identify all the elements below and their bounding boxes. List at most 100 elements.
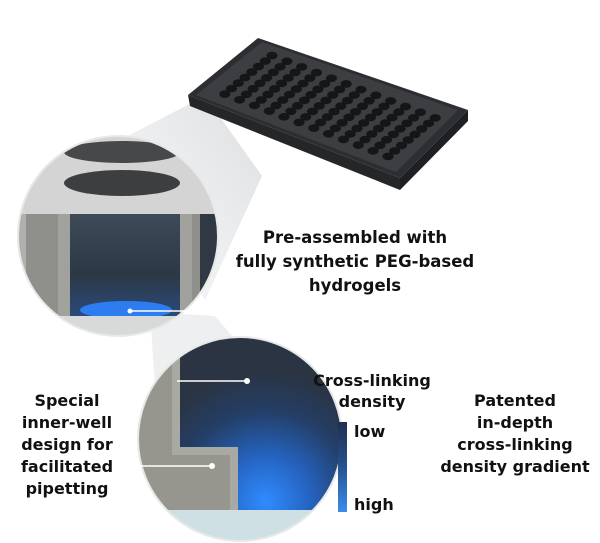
plate-well — [282, 74, 294, 82]
plate-well — [278, 113, 290, 121]
legend-high-label: high — [354, 495, 394, 514]
plate-well — [335, 102, 347, 110]
plate-well — [355, 85, 367, 94]
plate-well — [385, 97, 397, 105]
plate-well — [401, 119, 413, 128]
special-line-3: design for — [21, 435, 113, 454]
pre-line-3: hydrogels — [308, 276, 402, 295]
plate-well — [270, 101, 282, 110]
plate-well — [381, 136, 393, 144]
pre-assembled-label: Pre-assembled with fully synthetic PEG-b… — [228, 226, 482, 298]
plate-well — [323, 130, 335, 138]
plate-well — [352, 141, 364, 149]
plate-well — [337, 135, 350, 144]
plate-well — [379, 119, 391, 127]
plate-well — [240, 90, 252, 99]
plate-well — [259, 57, 271, 65]
plate-well — [263, 107, 275, 115]
patented-line-1: Patented — [474, 391, 556, 410]
plate-well — [371, 108, 383, 116]
plate-well — [296, 63, 308, 71]
plate-well — [225, 84, 238, 93]
plate-well — [239, 73, 251, 82]
plate-well — [269, 85, 281, 93]
plate-well — [313, 102, 325, 110]
gradient-zoom-circle — [138, 337, 342, 541]
plate-well — [382, 152, 394, 161]
plate-well — [305, 91, 317, 99]
plate-well — [254, 79, 266, 88]
plate-well — [297, 79, 309, 88]
plate-well — [312, 85, 324, 94]
plate-well — [364, 113, 377, 122]
upper-pointer-dot — [244, 378, 250, 384]
plate-well — [350, 108, 362, 116]
plate-well — [248, 101, 261, 110]
plate-well — [319, 80, 331, 88]
plate-well — [246, 68, 258, 76]
plate-well — [394, 125, 406, 133]
plate-well — [340, 80, 352, 88]
pre-line-2: fully synthetic PEG-based — [235, 252, 475, 271]
cross-linking-label: Cross-linking density — [296, 370, 448, 412]
pre-line-1: Pre-assembled with — [262, 228, 448, 247]
plate-well — [289, 68, 301, 77]
plate-well — [344, 130, 356, 138]
plate-well — [283, 90, 296, 99]
plate-well — [261, 74, 273, 82]
plate-well — [328, 107, 340, 116]
legend-low-label: low — [354, 422, 386, 441]
plate-well — [351, 124, 363, 133]
patented-line-3: cross-linking — [457, 435, 573, 454]
plate-well — [300, 113, 312, 121]
microplate — [188, 38, 468, 190]
plate-well — [408, 114, 420, 122]
density-gradient-bar — [338, 422, 347, 512]
plate-well — [262, 90, 274, 99]
plate-well — [320, 96, 332, 105]
plate-well — [310, 68, 323, 77]
special-line-4: facilitated — [20, 457, 114, 476]
cross-line-1: Cross-linking — [313, 371, 431, 390]
plate-well — [389, 147, 401, 155]
plate-well — [366, 130, 378, 138]
plate-well — [359, 135, 371, 144]
plate-well — [378, 102, 390, 111]
plate-well — [414, 108, 426, 117]
plate-well — [219, 90, 231, 98]
cross-line-2: density — [338, 392, 406, 411]
plate-well — [367, 147, 379, 155]
plate-well — [372, 124, 385, 133]
plate-well — [374, 141, 386, 150]
plate-well — [370, 91, 382, 100]
patented-line-2: in-depth — [476, 413, 554, 432]
plate-well — [416, 125, 428, 133]
plate-well — [306, 107, 319, 116]
patented-line-4: density gradient — [440, 457, 590, 476]
plate-well — [325, 74, 337, 83]
plate-well — [321, 113, 333, 121]
plate-well — [409, 130, 421, 139]
plate-well — [275, 79, 288, 88]
plate-well — [429, 114, 441, 122]
plate-well — [336, 119, 348, 127]
plate-well — [343, 113, 355, 122]
plate-well — [333, 85, 346, 94]
plate-well — [358, 119, 370, 127]
plate-well — [232, 79, 244, 87]
patented-label: Patented in-depth cross-linking density … — [430, 390, 600, 478]
plate-well — [356, 102, 368, 111]
special-line-1: Special — [34, 391, 100, 410]
plate-well — [247, 85, 259, 93]
plate-well — [308, 124, 320, 132]
plate-well — [341, 96, 354, 105]
plate-well — [281, 57, 293, 66]
plate-well — [387, 130, 399, 139]
plate-well — [298, 96, 310, 105]
plate-well — [348, 91, 360, 99]
special-line-2: inner-well — [21, 413, 113, 432]
plate-well — [386, 113, 398, 122]
plate-well — [393, 108, 405, 116]
special-design-label: Special inner-well design for facilitate… — [8, 390, 126, 500]
plate-well — [267, 68, 279, 77]
